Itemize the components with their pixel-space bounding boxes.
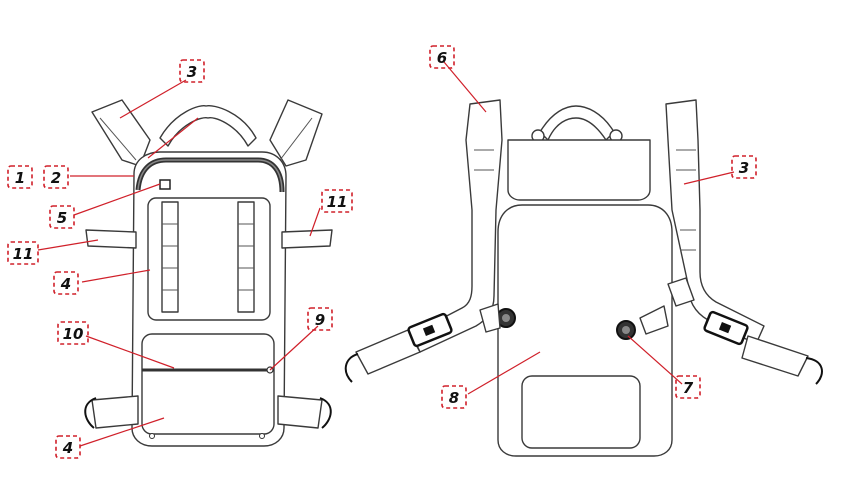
callout-front-3: 3 — [179, 59, 205, 83]
front-compression-strap-right — [281, 229, 333, 249]
svg-text:7: 7 — [683, 379, 694, 397]
front-left-shoulder-strap — [91, 99, 151, 167]
svg-text:10: 10 — [63, 325, 84, 343]
callout-front-4-lower: 4 — [55, 435, 81, 459]
callout-front-2: 2 — [43, 165, 69, 189]
svg-text:1: 1 — [15, 169, 25, 187]
front-hip-belt-left — [91, 395, 139, 429]
svg-text:3: 3 — [739, 159, 749, 177]
callout-front-11-left: 11 — [7, 241, 39, 265]
svg-text:8: 8 — [449, 389, 459, 407]
back-left-strap-end — [344, 353, 359, 383]
lower-pocket — [141, 333, 275, 435]
webbing-right — [237, 201, 255, 313]
svg-text:9: 9 — [315, 311, 325, 329]
back-top-handle — [539, 105, 615, 141]
back-lumbar-pad — [521, 375, 641, 449]
svg-text:11: 11 — [13, 245, 34, 263]
svg-text:6: 6 — [437, 49, 447, 67]
callout-back-6: 6 — [429, 45, 455, 69]
callout-front-9: 9 — [307, 307, 333, 331]
back-right-shoulder-strap — [665, 99, 765, 345]
callout-front-4-upper: 4 — [53, 271, 79, 295]
front-view — [84, 99, 333, 447]
back-right-sternum-strap — [741, 335, 809, 377]
back-left-sternum-strap — [355, 329, 421, 375]
callout-front-11-right: 11 — [321, 189, 353, 213]
back-right-strap-end — [805, 357, 823, 385]
callout-front-5: 5 — [49, 205, 75, 229]
callout-front-1: 1 — [7, 165, 33, 189]
back-upper-mesh — [507, 139, 651, 201]
callout-labels: 3 1 2 5 11 11 4 10 — [7, 45, 757, 459]
svg-text:2: 2 — [51, 169, 61, 187]
webbing-left — [161, 201, 179, 313]
leader-lines — [37, 61, 735, 447]
front-top-handle — [159, 105, 257, 147]
front-right-shoulder-strap — [269, 99, 323, 167]
svg-text:11: 11 — [327, 193, 348, 211]
logo-patch — [159, 179, 171, 190]
front-hip-strap-left-end — [84, 397, 97, 429]
callout-back-7: 7 — [675, 375, 701, 399]
front-hip-belt-right — [277, 395, 323, 429]
callout-back-3: 3 — [731, 155, 757, 179]
svg-text:3: 3 — [187, 63, 197, 81]
callout-back-8: 8 — [441, 385, 467, 409]
front-compression-strap-left — [85, 229, 137, 249]
svg-text:5: 5 — [57, 209, 67, 227]
callout-front-10: 10 — [57, 321, 89, 345]
back-view — [344, 99, 823, 457]
svg-text:4: 4 — [60, 275, 71, 293]
svg-text:4: 4 — [62, 439, 73, 457]
front-hip-strap-right-end — [319, 397, 332, 429]
